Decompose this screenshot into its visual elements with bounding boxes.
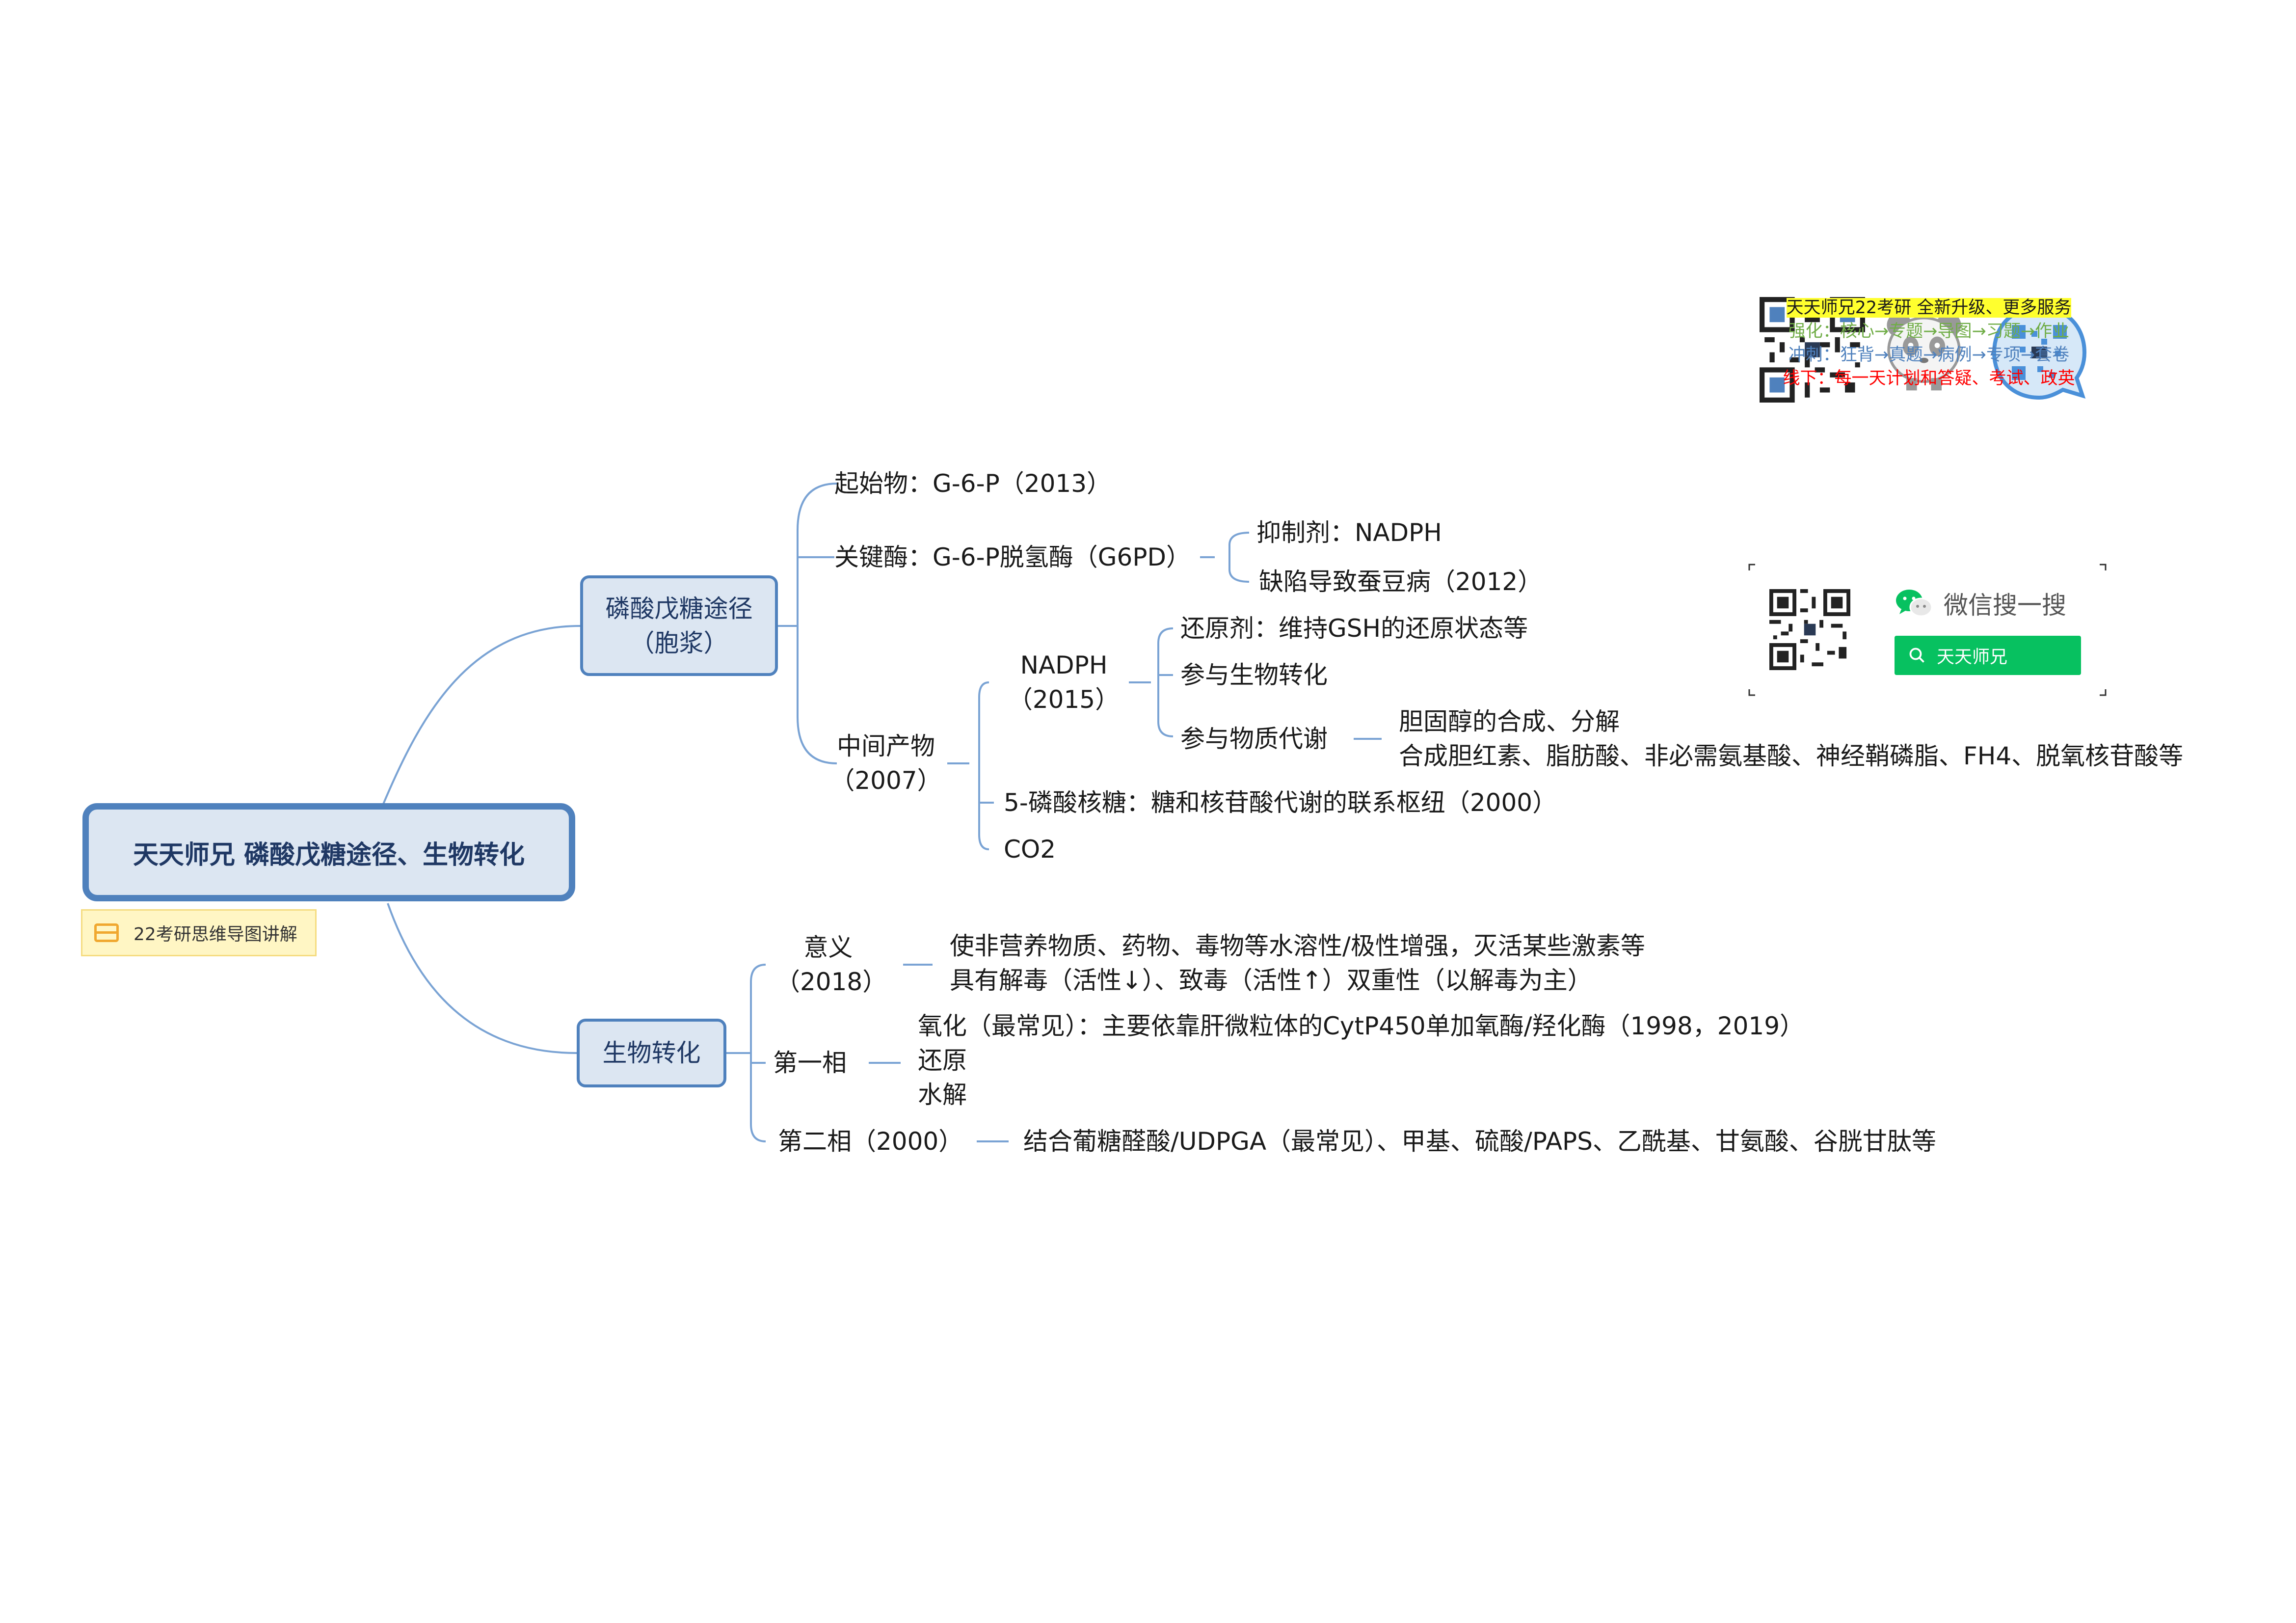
topic-note[interactable]: 22考研思维导图讲解 — [81, 909, 317, 956]
node-phase2-detail[interactable]: 结合葡糖醛酸/UDPGA（最常见）、甲基、硫酸/PAPS、乙酰基、甘氨酸、谷胱甘… — [1023, 1127, 1936, 1156]
node-ribose[interactable]: 5-磷酸核糖：糖和核苷酸代谢的联系枢纽（2000） — [1004, 788, 1557, 817]
node-meaning-label-2: （2018） — [775, 968, 887, 996]
branch-ppp[interactable]: 磷酸戊糖途径 （胞浆） — [580, 575, 778, 676]
node-deficiency[interactable]: 缺陷导致蚕豆病（2012） — [1259, 568, 1543, 596]
node-meaning-label-1: 意义 — [803, 933, 853, 962]
qr-code-2 — [1992, 305, 2087, 400]
note-text: 22考研思维导图讲解 — [133, 924, 297, 945]
node-starter[interactable]: 起始物：G-6-P（2013） — [834, 469, 1112, 498]
promo-line-3: 冲刺：狂背→真题→病例→专项→套卷 — [1788, 345, 2070, 365]
node-key-enzyme[interactable]: 关键酶：G-6-P脱氢酶（G6PD） — [834, 543, 1191, 571]
central-topic-label: 天天师兄 磷酸戊糖途径、生物转化 — [133, 840, 525, 870]
node-metabolism[interactable]: 参与物质代谢 — [1180, 725, 1328, 753]
node-synthesis[interactable]: 合成胆红素、脂肪酸、非必需氨基酸、神经鞘磷脂、FH4、脱氧核苷酸等 — [1399, 742, 2184, 770]
node-inhibitor[interactable]: 抑制剂：NADPH — [1256, 518, 1442, 547]
node-phase2[interactable]: 第二相（2000） — [778, 1127, 963, 1156]
branch-bio-label: 生物转化 — [602, 1039, 701, 1067]
node-intermediate[interactable]: 中间产物 （2007） — [829, 729, 942, 798]
node-nadph-label-1: NADPH — [1020, 651, 1108, 679]
node-phase1[interactable]: 第一相 — [773, 1049, 847, 1077]
wechat-logo-icon — [1896, 590, 1933, 617]
promo-text: 天天师兄22考研 全新升级、更多服务 强化：核心→专题→导图→习题→作业 冲刺：… — [1757, 296, 2101, 390]
promo-headline: 天天师兄22考研 全新升级、更多服务 — [1786, 298, 2072, 318]
search-icon — [1909, 648, 1924, 663]
node-hydrolysis[interactable]: 水解 — [918, 1081, 967, 1109]
node-oxidation[interactable]: 氧化（最常见）：主要依靠肝微粒体的CytP450单加氧酶/羟化酶（1998，20… — [918, 1012, 1805, 1040]
wechat-panel-frame — [1748, 564, 2107, 696]
branch-ppp-label-2: （胞浆） — [630, 628, 728, 657]
node-meaning-detail-1[interactable]: 使非营养物质、药物、毒物等水溶性/极性增强，灭活某些激素等 — [950, 932, 1645, 960]
node-intermediate-label-1: 中间产物 — [837, 732, 935, 760]
node-nadph-label-2: （2015） — [1008, 685, 1120, 714]
promo-line-2: 强化：核心→专题→导图→习题→作业 — [1788, 322, 2070, 341]
node-meaning[interactable]: 意义 （2018） — [775, 930, 887, 999]
node-nadph[interactable]: NADPH （2015） — [1004, 648, 1124, 717]
node-meaning-detail-2[interactable]: 具有解毒（活性↓）、致毒（活性↑）双重性（以解毒为主） — [950, 966, 1592, 995]
wechat-search-button[interactable]: 天天师兄 — [1895, 636, 2081, 675]
node-reduction[interactable]: 还原 — [918, 1046, 967, 1075]
wechat-search-term: 天天师兄 — [1937, 647, 2008, 667]
promo-line-4: 线下：每一天计划和答疑、考试、政英 — [1783, 369, 2075, 388]
central-topic[interactable]: 天天师兄 磷酸戊糖途径、生物转化 — [82, 803, 575, 901]
panda-mascot-icon — [1887, 312, 1961, 391]
wechat-search-label: 微信搜一搜 — [1944, 591, 2066, 620]
node-cholesterol[interactable]: 胆固醇的合成、分解 — [1399, 707, 1620, 736]
branch-bio[interactable]: 生物转化 — [577, 1019, 726, 1087]
node-biotransform[interactable]: 参与生物转化 — [1180, 661, 1328, 689]
node-reducing-agent[interactable]: 还原剂：维持GSH的还原状态等 — [1180, 614, 1528, 643]
qr-code-3 — [1769, 589, 1850, 670]
note-icon — [94, 923, 119, 942]
branch-ppp-label-1: 磷酸戊糖途径 — [605, 594, 753, 623]
node-co2[interactable]: CO2 — [1004, 835, 1056, 864]
node-intermediate-label-2: （2007） — [830, 766, 942, 795]
